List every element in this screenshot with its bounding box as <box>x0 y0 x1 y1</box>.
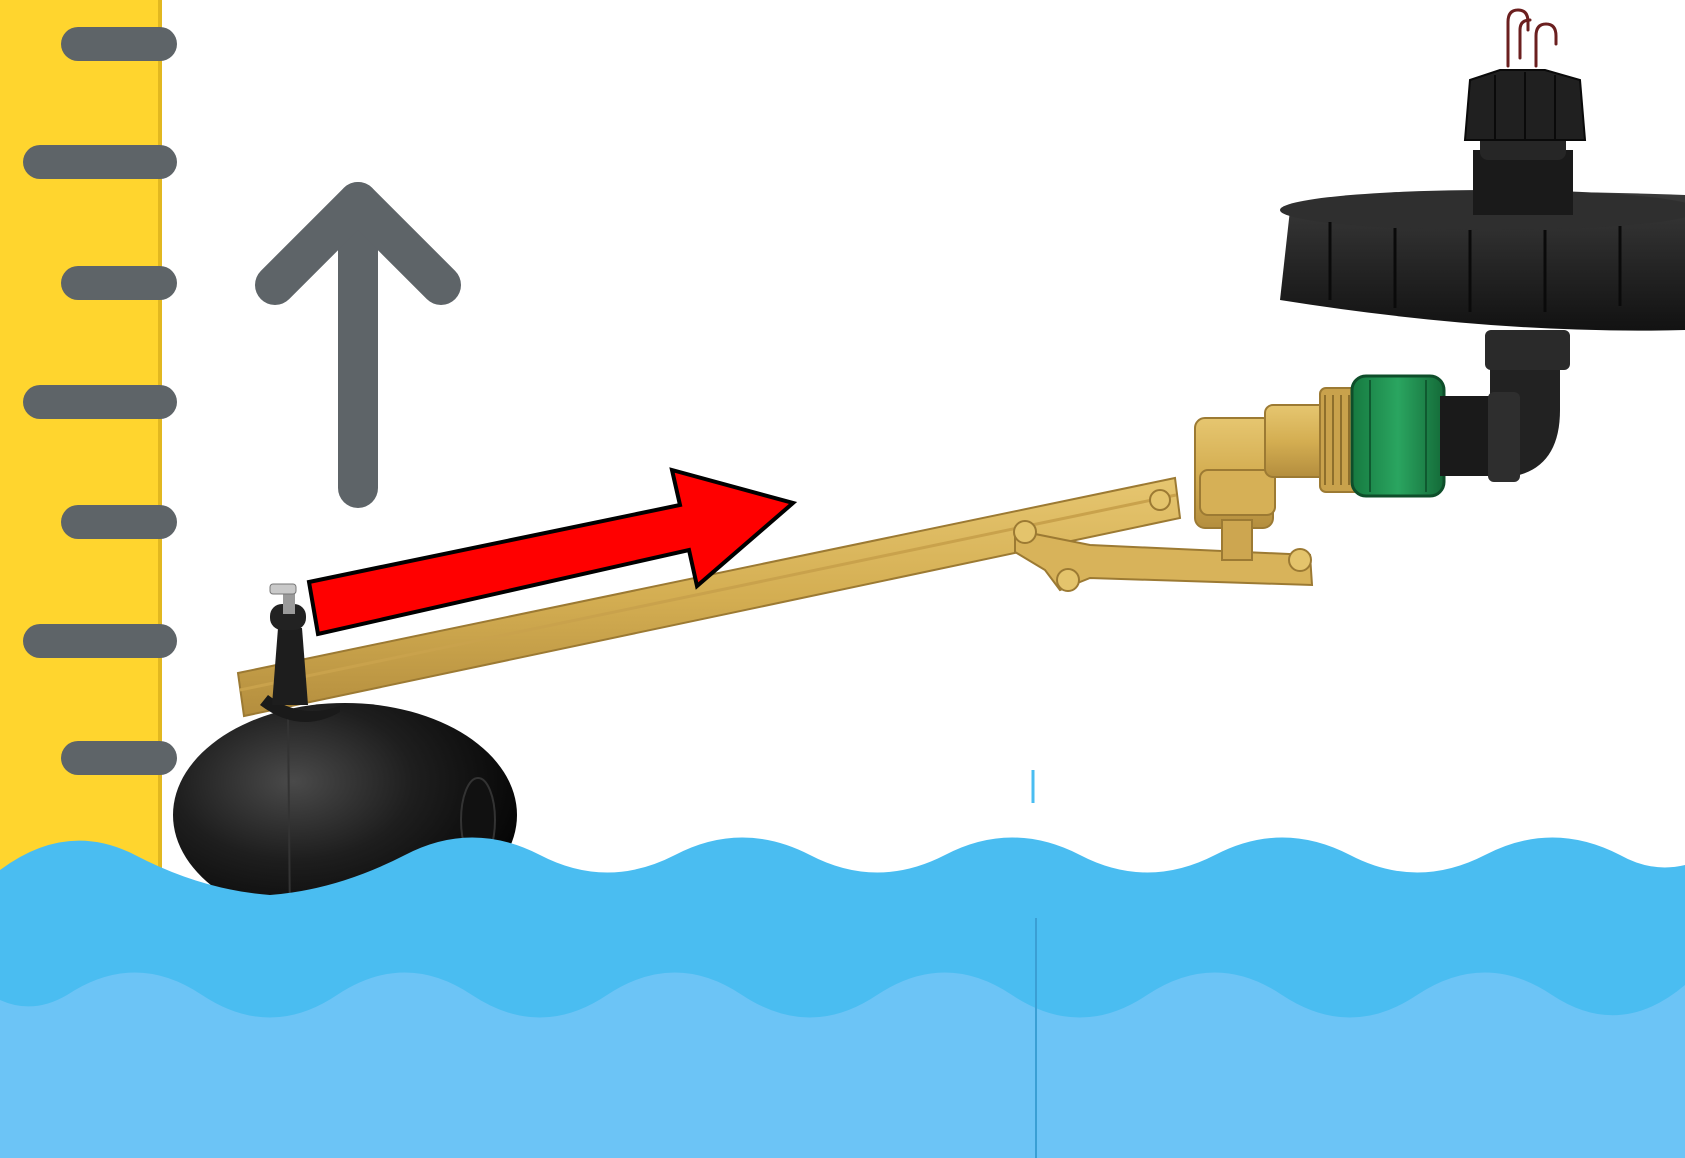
green-nut <box>1352 376 1444 496</box>
elbow-pipe <box>1440 330 1570 482</box>
up-arrow-icon <box>275 202 441 488</box>
tank-lid <box>1280 70 1685 331</box>
brand-logo-icon <box>1508 10 1556 66</box>
brass-valve-body <box>1014 388 1360 591</box>
ruler-ticks <box>40 44 160 758</box>
